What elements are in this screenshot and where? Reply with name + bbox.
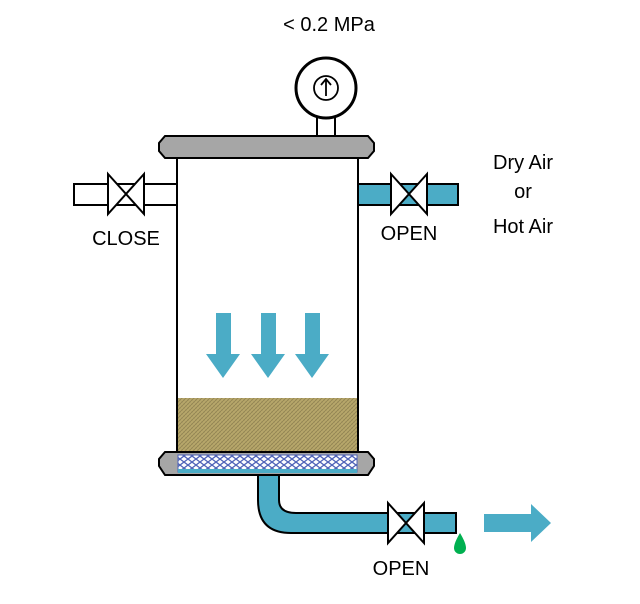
right-valve-bowtie-valve-icon[interactable]: [390, 171, 428, 217]
left-valve-bowtie-valve-icon[interactable]: [107, 171, 145, 217]
air-source-line3: Hot Air: [493, 216, 553, 238]
top-flange: [158, 135, 375, 159]
water-drop-icon: [454, 533, 466, 554]
right-valve-label: OPEN: [381, 223, 438, 245]
outlet-pipe: [257, 474, 457, 534]
outlet-valve-label: OPEN: [373, 558, 430, 580]
air-source-line2: or: [514, 181, 532, 203]
air-source-line1: Dry Air: [493, 152, 553, 174]
flow-down-arrow-icon: [206, 313, 329, 378]
outlet-valve-bowtie-valve-icon[interactable]: [387, 500, 425, 546]
left-valve-label: CLOSE: [92, 228, 160, 250]
outlet-right-arrow-icon: [484, 504, 551, 542]
filter-media: [178, 398, 357, 455]
pressure-gauge-icon: [294, 56, 358, 137]
pressure-label: < 0.2 MPa: [283, 14, 376, 36]
